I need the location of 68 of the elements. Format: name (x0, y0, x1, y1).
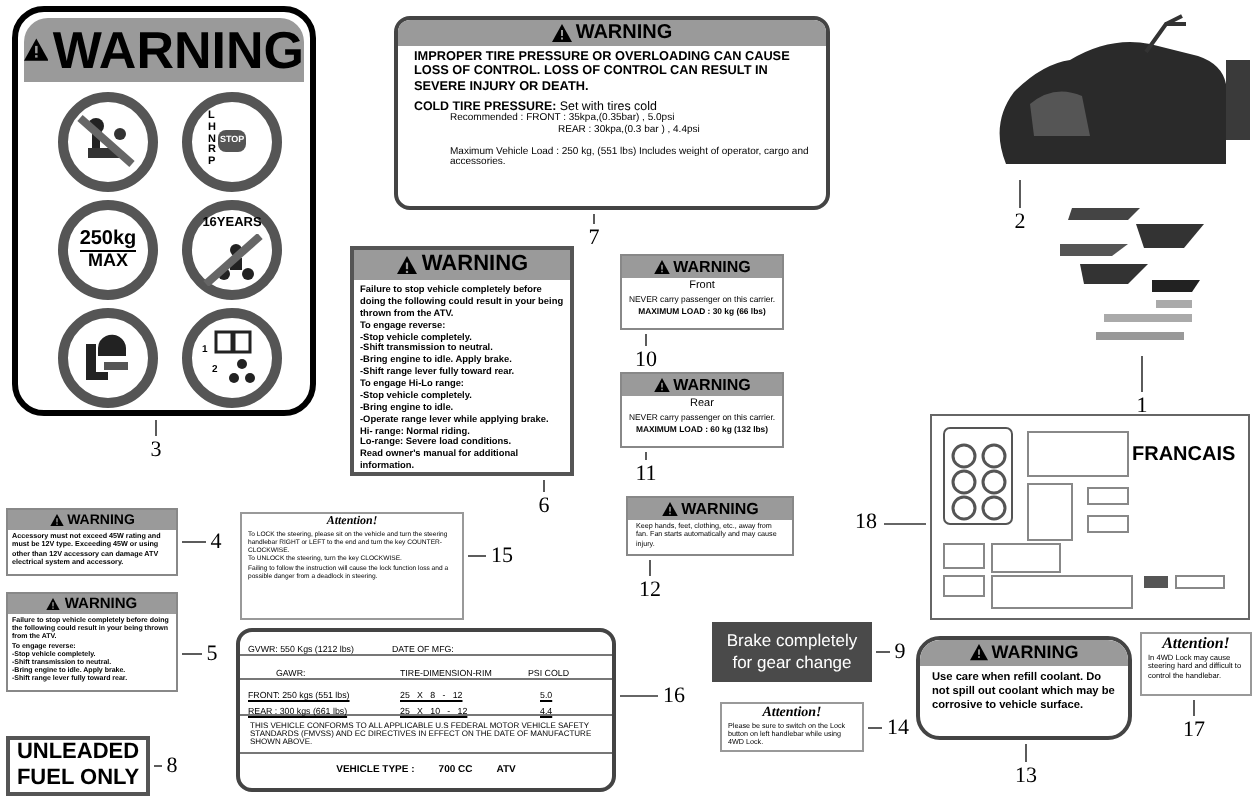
leader-line (1019, 179, 1021, 209)
leader-line (181, 541, 207, 543)
callout-number: 15 (488, 544, 516, 568)
callout-number: 16 (660, 684, 688, 708)
leader-line (181, 653, 203, 655)
leader-line (153, 765, 163, 767)
warning-decal (350, 246, 574, 476)
leader-line (1141, 355, 1143, 393)
warning-heading: WARNING (681, 501, 759, 517)
load-limit-text: 250kg (79, 229, 137, 252)
safety-pictogram (58, 92, 158, 192)
callout-number: 10 (632, 348, 660, 372)
warning-heading: WARNING (421, 254, 529, 276)
safety-pictogram (182, 200, 282, 300)
callout-number: 17 (1180, 718, 1208, 742)
warning-heading: WARNING (673, 259, 751, 275)
callout-number: 13 (1012, 764, 1040, 788)
leader-line (619, 695, 659, 697)
leader-line (467, 555, 487, 557)
warning-decal (6, 592, 178, 692)
warning-decal (626, 496, 794, 556)
attention-decal (720, 702, 864, 752)
leader-line (543, 479, 545, 493)
warning-heading: WARNING (991, 644, 1079, 662)
callout-number: 8 (164, 754, 180, 778)
warning-decal (620, 372, 784, 448)
leader-line (883, 523, 927, 525)
safety-pictogram (182, 308, 282, 408)
leader-line (867, 727, 883, 729)
warning-decal (12, 6, 316, 416)
callout-number: 3 (148, 438, 164, 462)
language-label: FRANCAIS (1132, 442, 1236, 470)
warning-decal (916, 636, 1132, 740)
warning-heading: WARNING (52, 24, 304, 76)
leader-line (645, 333, 647, 347)
attention-heading: Attention! (1159, 636, 1232, 654)
warning-heading: WARNING (673, 377, 751, 393)
callout-number: 1 (1134, 394, 1150, 418)
load-limit-text: MAX (88, 251, 128, 271)
attention-decal (1140, 632, 1252, 696)
safety-pictogram (58, 200, 158, 300)
warning-decal (394, 16, 830, 210)
warning-heading: WARNING (575, 23, 673, 43)
warning-decal (620, 254, 784, 330)
callout-number: 14 (884, 716, 912, 740)
leader-line (645, 451, 647, 461)
vehicle-info-decal (236, 628, 616, 792)
warning-decal (6, 508, 178, 576)
callout-number: 7 (586, 226, 602, 250)
attention-decal (240, 512, 464, 620)
safety-pictogram (182, 92, 282, 192)
callout-number: 4 (208, 530, 224, 554)
callout-number: 12 (636, 578, 664, 602)
leader-line (593, 213, 595, 225)
callout-number: 9 (892, 640, 908, 664)
callout-number: 6 (536, 494, 552, 518)
callout-number: 2 (1012, 210, 1028, 234)
fuel-decal: UNLEADED FUEL ONLY (6, 736, 150, 796)
leader-line (649, 559, 651, 577)
leader-line (875, 651, 891, 653)
leader-line (1025, 743, 1027, 763)
leader-line (1193, 699, 1195, 717)
callout-number: 18 (850, 510, 882, 538)
leader-line (155, 419, 157, 437)
callout-number: 5 (204, 642, 220, 666)
callout-number: 11 (632, 462, 660, 486)
safety-pictogram (58, 308, 158, 408)
gear-change-decal: Brake completely for gear change (712, 622, 872, 682)
